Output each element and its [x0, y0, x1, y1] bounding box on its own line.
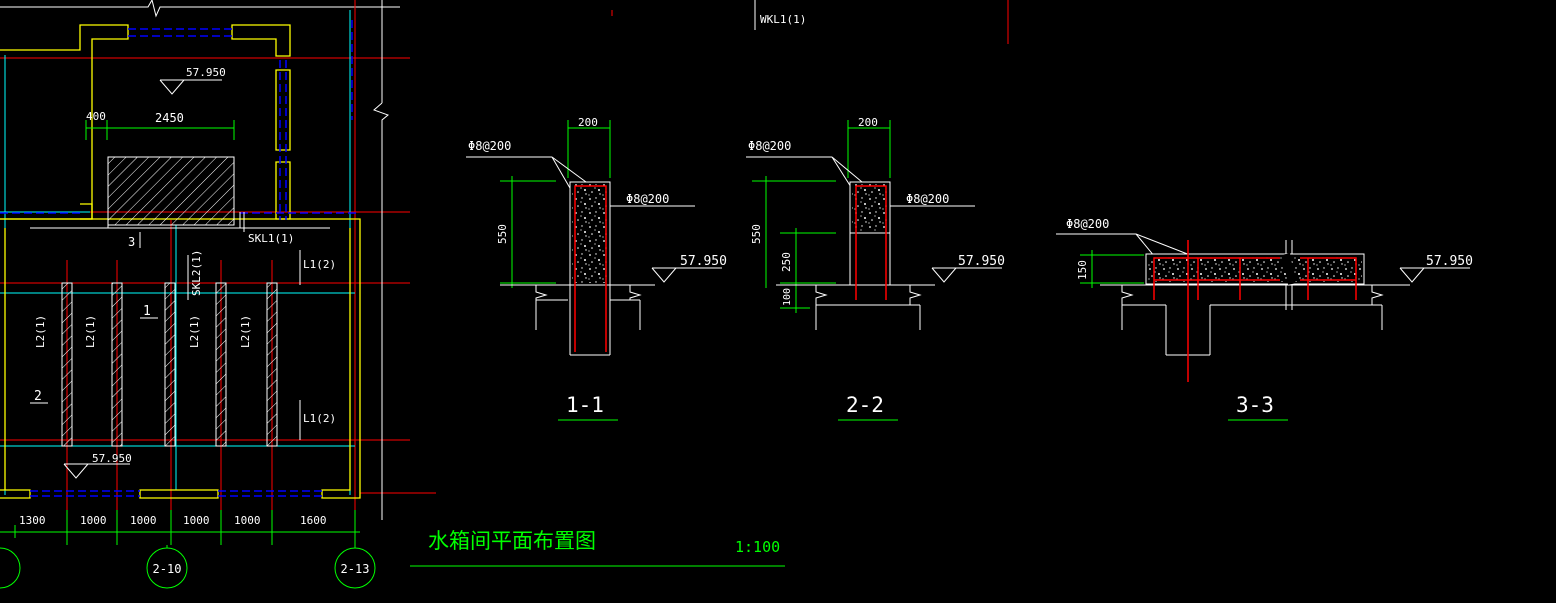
section-1-1-elevation: 57.950 — [680, 254, 727, 269]
plan-break-line — [0, 0, 400, 18]
plan-bottom-dim: 1300 — [19, 514, 46, 527]
plan-label-l1-bottom: L1(2) — [303, 412, 336, 425]
plan-bottom-dim: 1000 — [130, 514, 157, 527]
plan-bottom-dim: 1600 — [300, 514, 327, 527]
water-tank-block — [107, 156, 235, 226]
section-2-2-rebar-right: Φ8@200 — [906, 192, 949, 206]
plan-label-wkl1: WKL1(1) — [760, 13, 806, 26]
plan-bottom-dim: 1000 — [234, 514, 261, 527]
plan-dim-2450: 2450 — [155, 111, 184, 125]
section-2-2-dim-250: 250 — [780, 252, 793, 272]
plan-dim-400: 400 — [86, 110, 106, 123]
plan-label-skl1: SKL1(1) — [248, 232, 294, 245]
plan-label-l2: L2(1) — [34, 315, 47, 348]
section-1-1-rebar-left: Φ8@200 — [468, 139, 511, 153]
section-2-2-name: 2-2 — [846, 393, 884, 417]
section-3-3-dim-150: 150 — [1076, 260, 1089, 280]
section-2-2-rebar-left: Φ8@200 — [748, 139, 791, 153]
section-2-2: Φ8@200 200 Φ8@200 550 250 100 57.950 2-2 — [746, 116, 1005, 421]
section-1-1: Φ8@200 200 Φ8@200 550 57.950 1-1 — [466, 116, 727, 421]
section-3-3-name: 3-3 — [1236, 393, 1274, 417]
section-3-3: Φ8@200 150 57.950 3-3 — [1056, 217, 1473, 421]
section-3-3-elevation: 57.950 — [1426, 254, 1473, 269]
plan-section-mark-3: 3 — [128, 235, 135, 249]
section-2-2-dim-100: 100 — [782, 288, 793, 306]
l2-beams — [61, 282, 278, 447]
plan-scale: 1:100 — [735, 538, 780, 556]
section-2-2-height: 550 — [750, 224, 763, 244]
plan-label-l2: L2(1) — [84, 315, 97, 348]
section-2-2-elevation: 57.950 — [958, 254, 1005, 269]
section-1-1-name: 1-1 — [566, 393, 604, 417]
plan-title: 水箱间平面布置图 — [428, 529, 596, 553]
section-1-1-rebar-right: Φ8@200 — [626, 192, 669, 206]
plan-bottom-dim: 1000 — [80, 514, 107, 527]
plan-bottom-dim: 1000 — [183, 514, 210, 527]
section-3-3-rebar: Φ8@200 — [1066, 217, 1109, 231]
plan-label-l1-top: L1(2) — [303, 258, 336, 271]
plan-walls — [0, 24, 361, 499]
section-2-2-width: 200 — [858, 116, 878, 129]
axis-label-2-13: 2-13 — [341, 562, 370, 576]
plan-view: 57.950 400 2450 SKL1(1) 3 WKL1(1) L1(2) … — [0, 0, 1009, 589]
plan-elevation-bottom: 57.950 — [92, 452, 132, 465]
plan-section-mark-1: 1 — [143, 304, 151, 319]
plan-elevation-top: 57.950 — [186, 66, 226, 79]
section-1-1-height: 550 — [496, 224, 509, 244]
plan-label-l2: L2(1) — [239, 315, 252, 348]
plan-label-skl2: SKL2(1) — [190, 250, 203, 296]
plan-section-mark-2: 2 — [34, 389, 42, 404]
axis-label-2-10: 2-10 — [153, 562, 182, 576]
section-1-1-width: 200 — [578, 116, 598, 129]
plan-label-l2: L2(1) — [188, 315, 201, 348]
